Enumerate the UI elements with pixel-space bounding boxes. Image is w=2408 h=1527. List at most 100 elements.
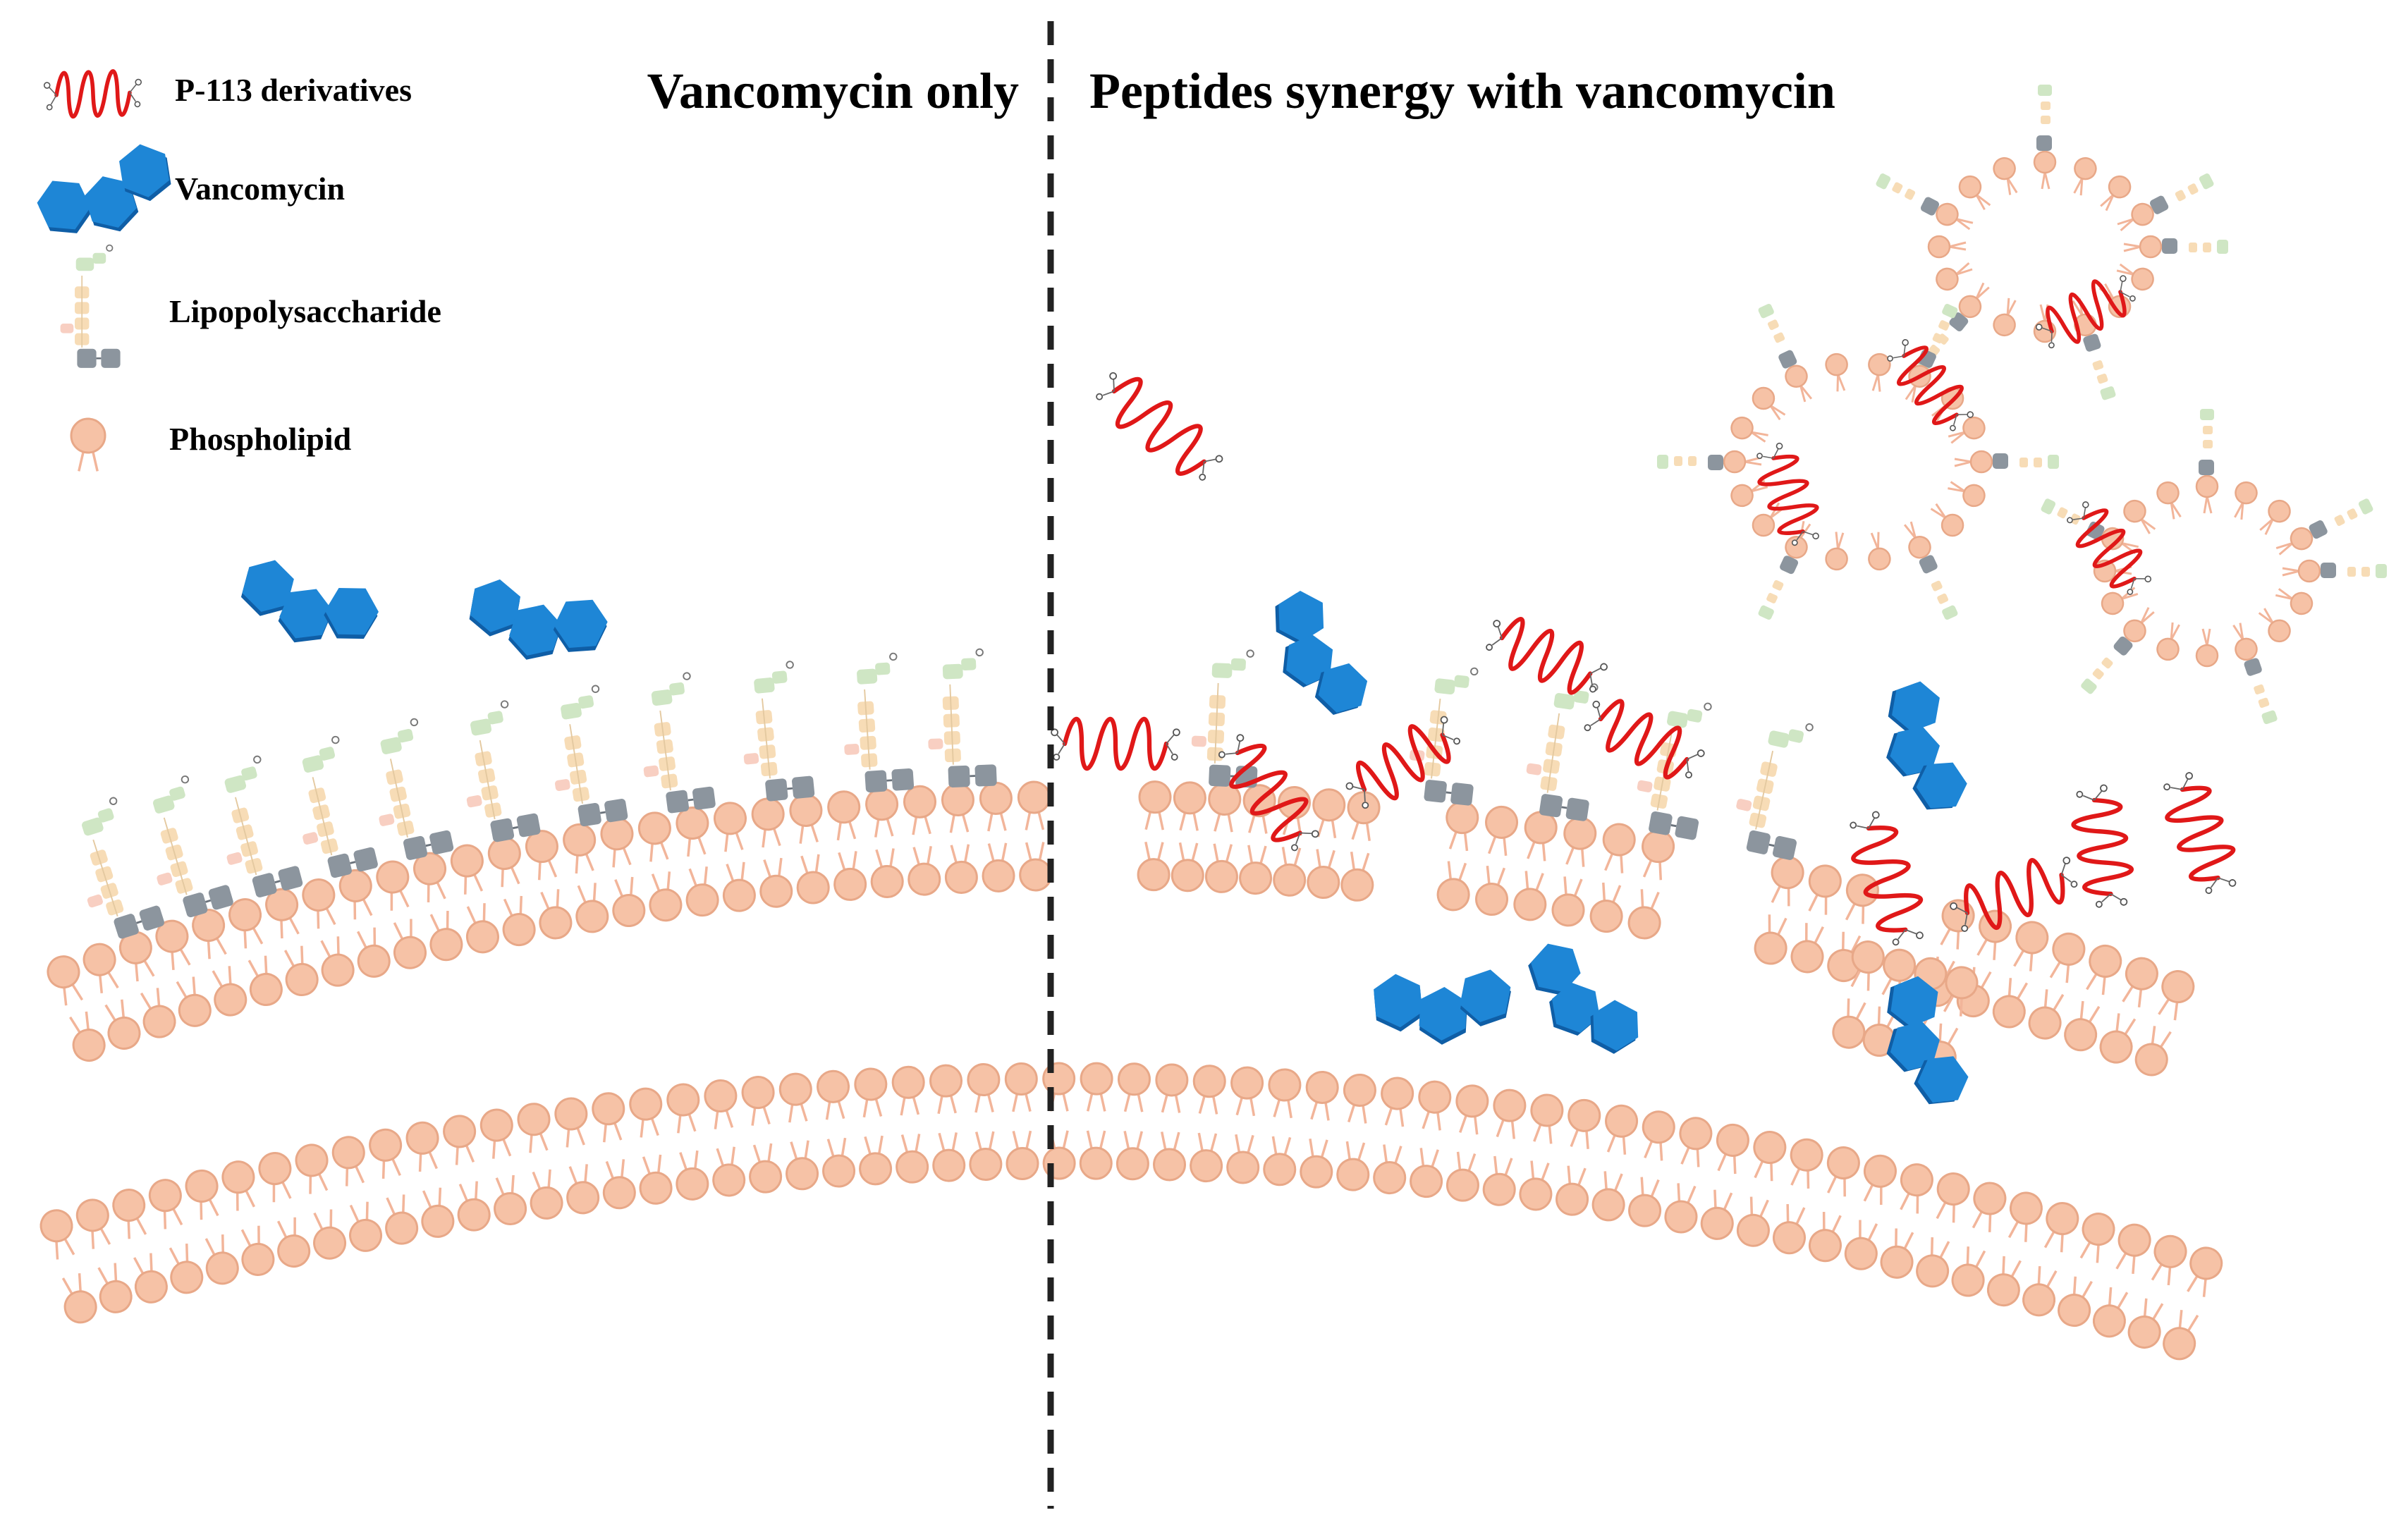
vancomycin-molecule: [240, 560, 379, 643]
phospholipid: [969, 1131, 1003, 1182]
lipopolysaccharide: [82, 797, 164, 939]
vancomycin-legend-icon: [37, 144, 171, 233]
peptide-molecule: [43, 69, 142, 119]
lipopolysaccharide-layer: [82, 648, 1814, 939]
phospholipid: [1556, 1165, 1589, 1216]
peptide-molecule: [1950, 857, 2078, 932]
left-panel-title: Vancomycin only: [647, 63, 1019, 119]
peptide-molecule: [1887, 339, 1974, 431]
phospholipid: [405, 1121, 439, 1172]
phospholipid: [592, 1092, 625, 1143]
vancomycin-molecule: [469, 579, 608, 660]
phospholipid: [1204, 843, 1238, 893]
phospholipid: [2064, 1000, 2101, 1052]
phospholipid: [2079, 1213, 2115, 1263]
phospholipid: [1716, 1123, 1749, 1175]
phospholipid: [1171, 842, 1204, 893]
phospholipid: [1268, 1068, 1302, 1119]
phospholipid: [82, 943, 119, 994]
phospholipid: [2151, 1234, 2187, 1286]
phospholipid: [1808, 864, 1842, 915]
phospholipid: [356, 927, 391, 978]
phospholipid: [450, 844, 484, 895]
phospholipid: [1239, 845, 1273, 895]
phospholipid: [1808, 1211, 1842, 1263]
phospholipid: [331, 1136, 365, 1186]
lipopolysaccharide: [1736, 723, 1814, 860]
phospholipid: [704, 1079, 738, 1129]
phospholipid: [1679, 1117, 1713, 1167]
phospholipid: [722, 861, 756, 912]
phospholipid: [530, 1169, 563, 1220]
phospholipid: [2158, 970, 2195, 1021]
phospholipid: [1943, 966, 1979, 1017]
phospholipid: [192, 909, 227, 959]
phospholipid: [778, 1072, 812, 1123]
phospholipid: [494, 1175, 527, 1225]
phospholipid: [712, 1146, 746, 1197]
vancomycin-molecule: [1528, 943, 1639, 1054]
phospholipid: [566, 1164, 600, 1215]
lipopolysaccharide: [466, 700, 541, 842]
phospholipid: [258, 1152, 292, 1203]
phospholipid: [1850, 940, 1885, 991]
phospholipid: [369, 1128, 403, 1179]
phospholipid: [629, 1087, 663, 1138]
phospholipid: [148, 1179, 183, 1229]
peptide-molecule: [2163, 772, 2237, 895]
phospholipid: [502, 895, 536, 947]
phospholipid: [104, 999, 141, 1050]
phospholipid: [1410, 1148, 1443, 1198]
phospholipid: [1138, 780, 1172, 830]
vancomycin-molecule: [1275, 590, 1368, 715]
phospholipid: [1300, 1138, 1333, 1189]
lipopolysaccharide: [928, 648, 997, 788]
phospholipid: [903, 785, 936, 835]
phospholipid: [759, 857, 793, 908]
phospholipid: [2099, 1013, 2137, 1064]
peptide-molecule: [1486, 616, 1608, 695]
peptide-molecule: [1051, 717, 1180, 771]
outer-membrane-right: [1137, 780, 2195, 1077]
phospholipid: [1513, 871, 1547, 921]
phospholipid: [554, 1097, 588, 1148]
phospholipid: [637, 811, 671, 862]
phospholipid: [1844, 1220, 1878, 1270]
lipopolysaccharide: [379, 718, 454, 860]
phospholipid: [69, 1011, 106, 1062]
phospholipid: [929, 1064, 963, 1115]
peptide-molecule: [1345, 716, 1460, 809]
right-panel-title: Peptides synergy with vancomycin: [1089, 63, 1835, 119]
phospholipid: [176, 976, 212, 1027]
phospholipid: [1826, 1146, 1860, 1197]
phospholipid: [1446, 1151, 1479, 1202]
phospholipid: [1482, 1155, 1516, 1206]
phospholipid: [1916, 1237, 1950, 1288]
phospholipid: [1004, 1062, 1038, 1112]
phospholipid: [1493, 1088, 1527, 1139]
phospholipid: [221, 1160, 256, 1211]
peptide-molecules: [1051, 275, 2237, 946]
phospholipid: [2115, 1223, 2151, 1275]
phospholipid: [185, 1169, 219, 1220]
phospholipid: [1936, 1172, 1970, 1223]
phospholipid: [891, 1065, 925, 1116]
phospholipid: [2022, 1265, 2058, 1317]
phospholipid: [1563, 816, 1597, 867]
phospholipid: [1845, 873, 1879, 924]
phospholipid: [639, 1154, 673, 1205]
phospholipid: [1551, 876, 1585, 927]
phospholipid: [896, 1134, 929, 1184]
phospholipid: [2058, 1276, 2093, 1327]
phospholipid: [465, 903, 499, 954]
phospholipid: [39, 1209, 75, 1260]
phospholipid: [283, 945, 319, 996]
phospholipid: [443, 1115, 477, 1165]
phospholipid: [75, 1198, 111, 1249]
phospholipid: [385, 1194, 419, 1245]
lipopolysaccharide: [1526, 683, 1599, 821]
phospholipid: [1628, 1177, 1662, 1227]
phospholipid: [1773, 1203, 1807, 1255]
phospholipid: [1307, 849, 1340, 900]
phospholipid: [1602, 823, 1636, 873]
